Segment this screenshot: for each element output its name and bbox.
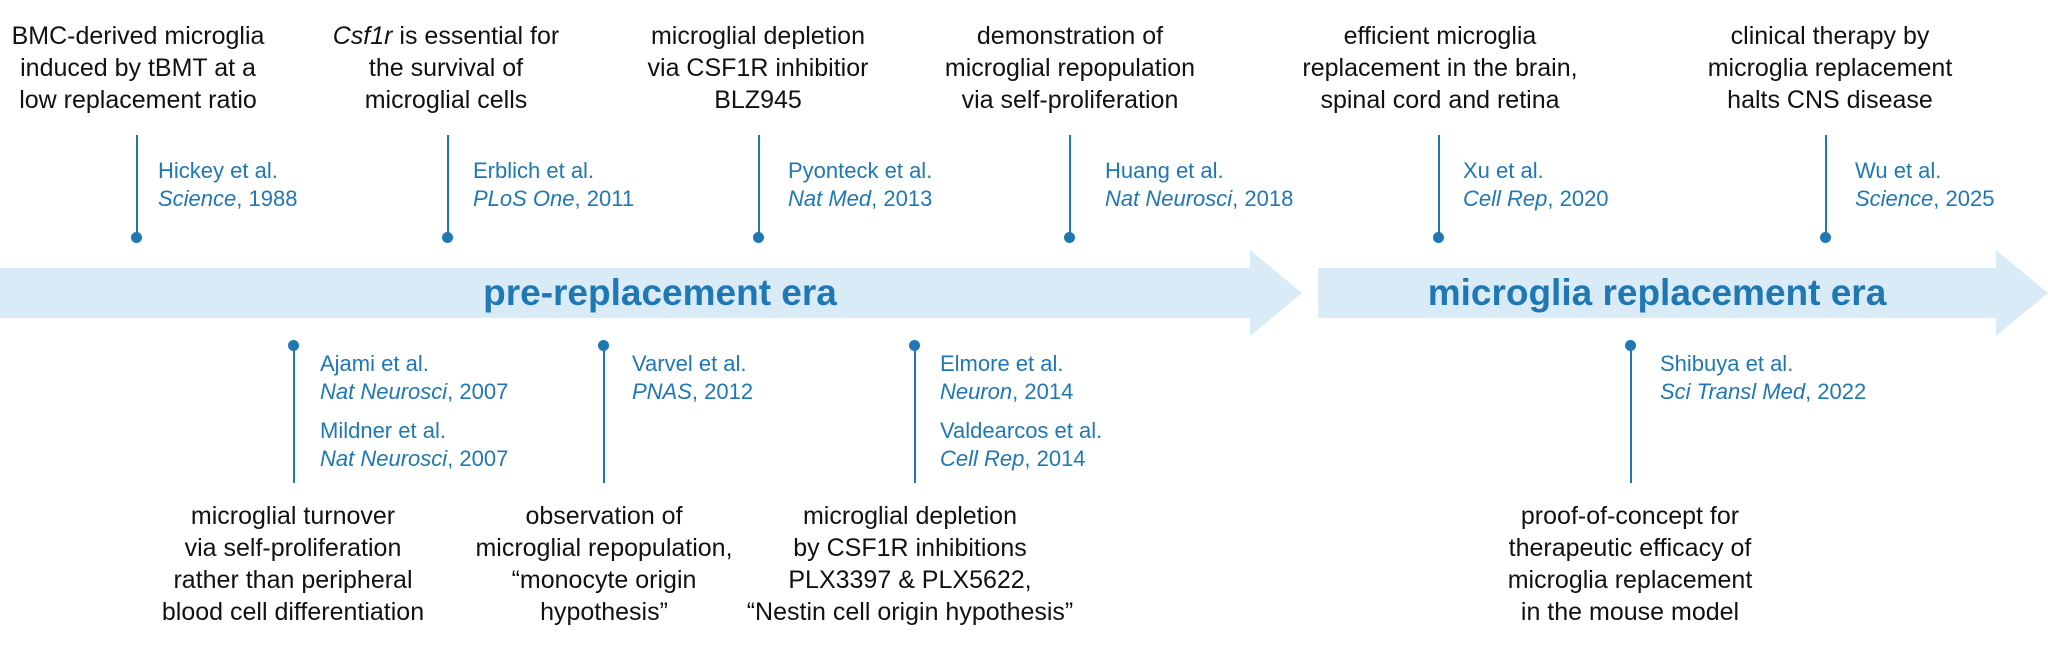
timeline-stem-wu [1825,135,1827,237]
event-description-shibuya: proof-of-concept for therapeutic efficac… [1507,502,1753,626]
timeline-stem-hickey [136,135,138,237]
timeline-stem-elmore [914,345,916,483]
timeline-dot-hickey [131,232,142,243]
timeline-stem-ajami [293,345,295,483]
timeline-dot-erblich [442,232,453,243]
era-label-pre-replacement: pre-replacement era [483,272,837,313]
event-description-wu: clinical therapy by microglia replacemen… [1707,22,1953,114]
citation-xu: Xu et al. Cell Rep, 2020 [1463,158,1609,211]
citation-ajami: Ajami et al. Nat Neurosci, 2007 [320,351,509,404]
event-description-varvel: observation of microglial repopulation, … [475,502,733,626]
event-description-xu: efficient microglia replacement in the b… [1302,22,1578,114]
event-description-hickey: BMC-derived microglia induced by tBMT at… [11,22,265,114]
timeline-stem-huang [1069,135,1071,237]
replacement-era-arrow [1318,250,2048,336]
event-description-elmore: microglial depletion by CSF1R inhibition… [746,502,1074,626]
timeline-dot-pyonteck [753,232,764,243]
citation-mildner: Mildner et al. Nat Neurosci, 2007 [320,418,509,471]
pre-replacement-era-arrow [0,250,1302,336]
event-description-ajami: microglial turnover via self-proliferati… [161,502,425,626]
event-description-pyonteck: microglial depletion via CSF1R inhibitio… [647,22,869,114]
event-description-erblich: Csf1r is essential for the survival of m… [332,22,560,114]
citation-hickey: Hickey et al. Science, 1988 [158,158,298,211]
citation-shibuya: Shibuya et al. Sci Transl Med, 2022 [1660,351,1867,404]
era-label-replacement: microglia replacement era [1427,272,1887,313]
timeline-stem-xu [1438,135,1440,237]
event-description-huang: demonstration of microglial repopulation… [944,22,1196,114]
citation-varvel: Varvel et al. PNAS, 2012 [632,351,754,404]
timeline-stem-shibuya [1630,345,1632,483]
timeline-dot-huang [1064,232,1075,243]
citation-elmore: Elmore et al. Neuron, 2014 [940,351,1074,404]
timeline-stem-varvel [603,345,605,483]
citation-valdearcos: Valdearcos et al. Cell Rep, 2014 [940,418,1103,471]
citation-wu: Wu et al. Science, 2025 [1855,158,1995,211]
timeline-dot-xu [1433,232,1444,243]
timeline-stem-erblich [447,135,449,237]
citation-huang: Huang et al. Nat Neurosci, 2018 [1105,158,1294,211]
citation-pyonteck: Pyonteck et al. Nat Med, 2013 [788,158,933,211]
citation-erblich: Erblich et al. PLoS One, 2011 [473,158,635,211]
timeline-stem-pyonteck [758,135,760,237]
timeline-dot-wu [1820,232,1831,243]
